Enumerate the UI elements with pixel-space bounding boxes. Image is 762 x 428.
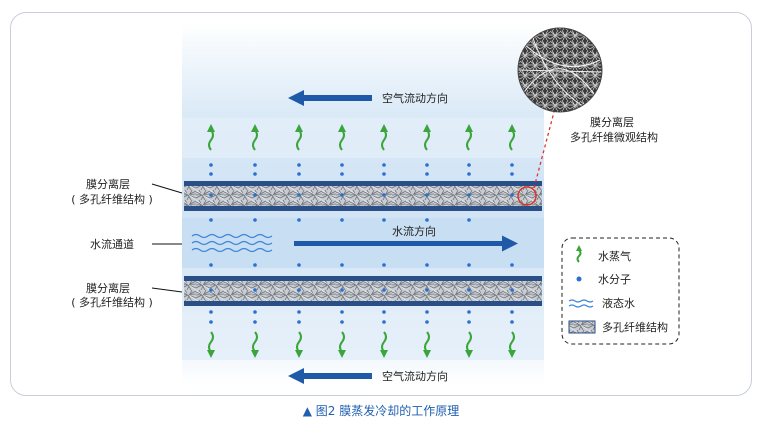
bottom-airflow-label: 空气流动方向 — [382, 369, 448, 383]
legend-box — [561, 237, 680, 345]
legend-molecule-label: 水分子 — [598, 273, 631, 286]
membrane-bottom-sublabel: ( 多孔纤维结构 ) — [71, 295, 153, 309]
legend-liquid-icon — [568, 299, 594, 308]
water-flow-label: 水流方向 — [392, 224, 436, 238]
zoom-marker-circle — [517, 186, 537, 206]
caption-triangle-icon: ▲ — [302, 404, 312, 418]
legend-porous-label: 多孔纤维结构 — [602, 320, 668, 334]
vapor-bottom-group — [207, 263, 516, 358]
membrane-bottom-label: 膜分离层 — [86, 281, 130, 295]
micro-label-line2: 多孔纤维微观结构 — [570, 130, 658, 144]
legend-porous-icon — [568, 320, 596, 334]
micro-label-line1: 膜分离层 — [590, 115, 634, 129]
legend-liquid-label: 液态水 — [602, 296, 635, 310]
water-flow-arrow — [294, 235, 518, 252]
vapor-top-group — [207, 124, 516, 222]
membrane-top — [184, 181, 542, 211]
membrane-top-label: 膜分离层 — [86, 177, 130, 191]
legend-vapor-icon — [576, 245, 582, 263]
legend-vapor-label: 水蒸气 — [598, 249, 631, 263]
membrane-top-leader — [151, 183, 183, 194]
channel-label: 水流通道 — [90, 237, 134, 251]
caption-text: 图2 膜蒸发冷却的工作原理 — [315, 404, 460, 418]
liquid-water-icon — [191, 233, 273, 253]
top-airflow-label: 空气流动方向 — [382, 91, 448, 105]
legend-molecule-icon — [576, 276, 582, 282]
top-airflow-arrow — [288, 90, 372, 106]
bottom-airflow-arrow — [288, 368, 372, 384]
figure-caption: ▲ 图2 膜蒸发冷却的工作原理 — [0, 402, 762, 419]
membrane-bottom-leader — [151, 287, 183, 293]
membrane-bottom — [184, 276, 542, 306]
zoom-leader-line — [533, 111, 555, 189]
fiber-microstructure-image — [518, 28, 602, 112]
membrane-top-sublabel: ( 多孔纤维结构 ) — [71, 192, 153, 206]
